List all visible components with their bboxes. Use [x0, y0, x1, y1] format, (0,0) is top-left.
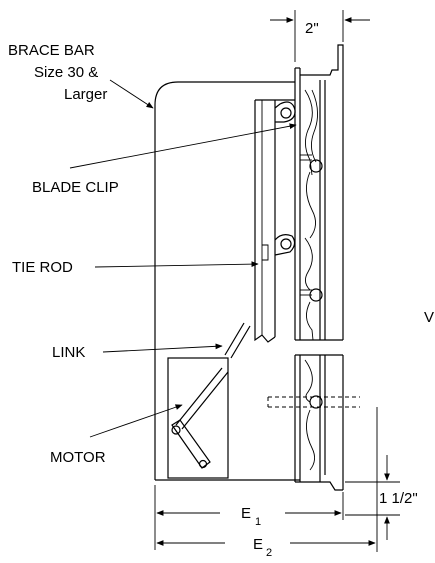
blade-clip-label: BLADE CLIP [32, 179, 119, 196]
open-blade-dashed [267, 396, 360, 408]
dim-2in-label: 2" [305, 20, 319, 37]
damper-frame [294, 44, 344, 491]
dimension-2in: 2" [270, 10, 370, 62]
dimension-1-5in: 1 1/2" [345, 455, 418, 540]
dimension-e2: E 2 [156, 407, 378, 559]
dim-1-5in-label: 1 1/2" [379, 490, 418, 507]
crank-pivot-1 [280, 107, 292, 119]
dim-e2-label: E [253, 536, 263, 553]
dim-e2-subscript: 2 [266, 547, 272, 558]
blade-pivot-3 [309, 395, 323, 409]
leader-lines [69, 79, 297, 438]
link-bar [224, 322, 251, 359]
brace-bar-larger-label: Larger [64, 86, 107, 103]
motor-pivot [171, 425, 181, 435]
motor-label: MOTOR [50, 449, 106, 466]
link-label: LINK [52, 344, 85, 361]
part-labels: BRACE BAR Size 30 & Larger BLADE CLIP TI… [8, 42, 434, 466]
motor-box [167, 357, 229, 479]
brace-bar-housing [154, 81, 300, 481]
crank-pivot-2 [280, 238, 292, 250]
blade-assembly [300, 89, 323, 471]
blade-pivot-1 [309, 159, 323, 173]
dim-e1-label: E [241, 505, 251, 522]
dim-e1-subscript: 1 [255, 516, 261, 528]
edge-mark-label: V [424, 309, 434, 326]
blade-pivot-2 [309, 288, 323, 302]
motor-arm-end [198, 459, 208, 469]
brace-bar-size-label: Size 30 & [34, 64, 98, 81]
tie-rod-label: TIE ROD [12, 259, 73, 276]
tie-rod [254, 99, 296, 343]
dimension-e1: E 1 [154, 485, 344, 550]
brace-bar-label: BRACE BAR [8, 42, 95, 59]
